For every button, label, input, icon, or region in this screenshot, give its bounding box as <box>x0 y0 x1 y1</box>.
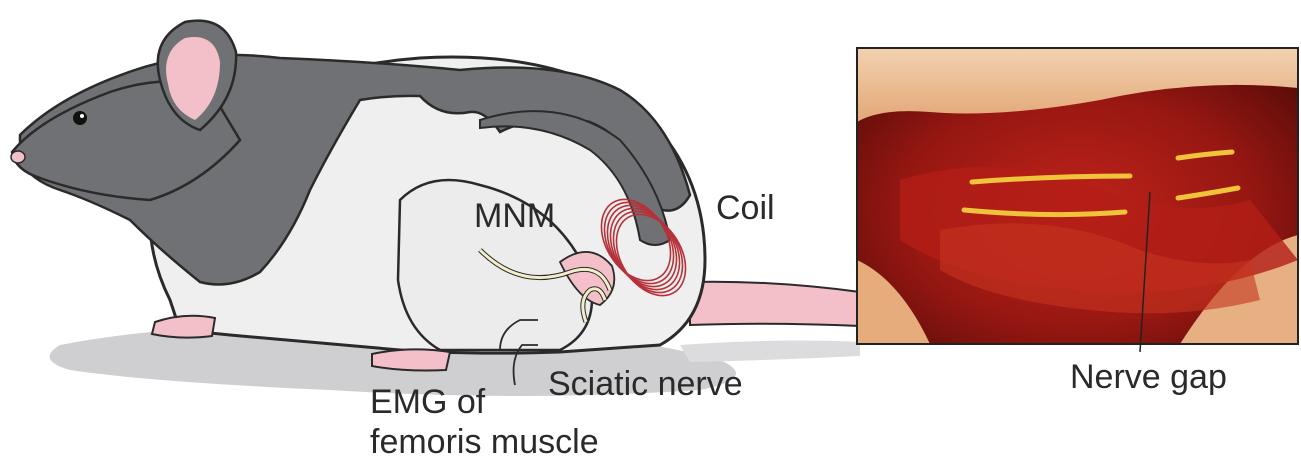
emg-label: EMG of femoris muscle <box>370 382 599 462</box>
rat-front-paw <box>152 316 215 338</box>
coil-label: Coil <box>716 188 775 228</box>
rat-tail <box>690 282 860 326</box>
rat-hind-paw <box>372 349 450 370</box>
rat-eye <box>73 111 87 125</box>
nerve-gap-label: Nerve gap <box>1070 357 1227 397</box>
surgical-photo <box>857 48 1298 344</box>
tail-shadow <box>680 341 860 362</box>
rat-nose <box>11 151 25 163</box>
mnm-label: MNM <box>474 196 555 236</box>
